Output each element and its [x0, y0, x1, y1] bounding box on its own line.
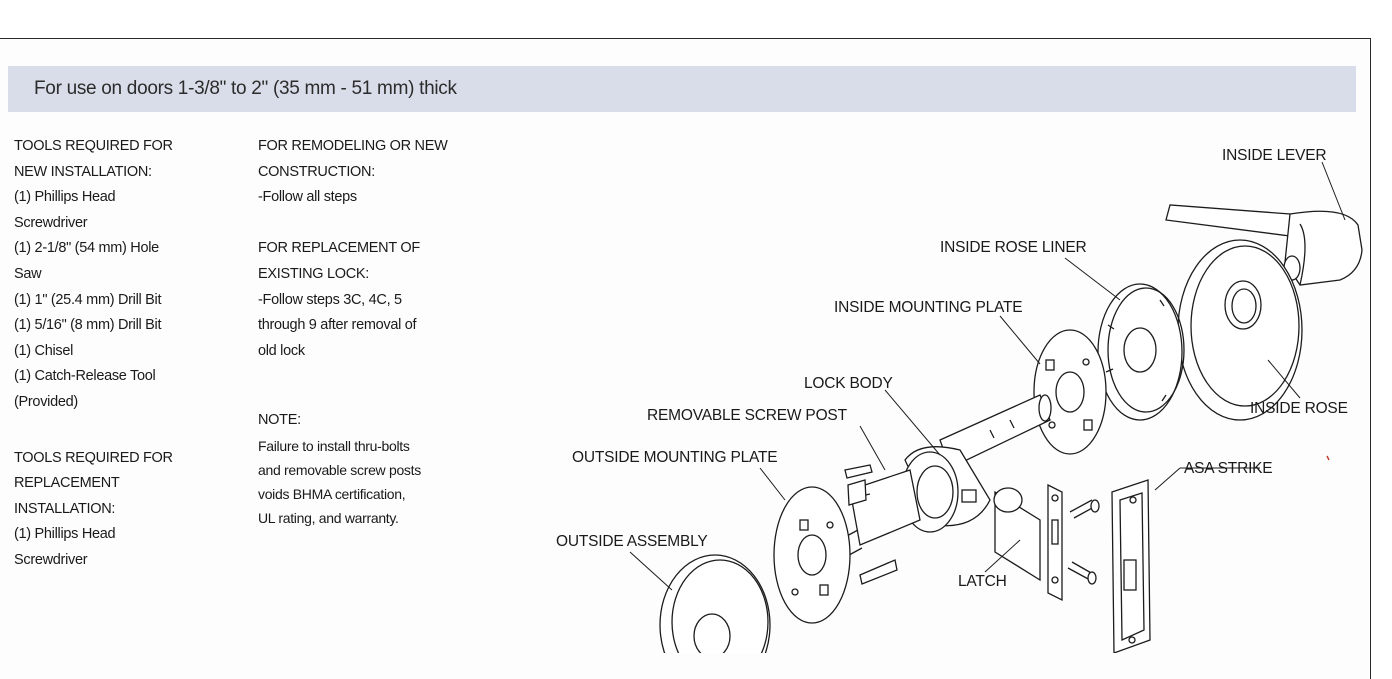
inside-rose-part — [1177, 239, 1303, 421]
text-line: (1) Catch-Release Tool — [14, 368, 156, 385]
note-section: NOTE: Failure to install thru-bolts and … — [258, 408, 498, 530]
label-removable-screw-post: REMOVABLE SCREW POST — [647, 407, 848, 424]
text-line: EXISTING LOCK: — [258, 265, 370, 282]
latch-part — [993, 483, 1063, 602]
instructions-column: FOR REMODELING OR NEW CONSTRUCTION: -Fol… — [258, 134, 498, 530]
text-line: INSTALLATION: — [14, 500, 116, 517]
label-inside-rose: INSIDE ROSE — [1250, 400, 1348, 417]
text-line: (1) 5/16" (8 mm) Drill Bit — [14, 317, 162, 334]
text-line: (Provided) — [14, 393, 78, 410]
text-line: Screwdriver — [14, 551, 88, 568]
text-line: old lock — [258, 342, 305, 359]
label-inside-mounting-plate: INSIDE MOUNTING PLATE — [834, 299, 1022, 316]
label-outside-mounting-plate: OUTSIDE MOUNTING PLATE — [572, 449, 777, 466]
screws-part — [1067, 499, 1100, 585]
text-line: -Follow all steps — [258, 189, 357, 206]
label-lock-body: LOCK BODY — [804, 375, 893, 392]
text-line: (1) Phillips Head — [14, 189, 116, 206]
inside-rose-liner-part — [1097, 283, 1185, 421]
text-line: Screwdriver — [14, 214, 88, 231]
text-line: voids BHMA certification, — [258, 485, 406, 502]
text-line: -Follow steps 3C, 4C, 5 — [258, 291, 402, 308]
text-line: Saw — [14, 265, 42, 282]
label-latch: LATCH — [958, 573, 1007, 590]
text-line: TOOLS REQUIRED FOR — [14, 449, 173, 466]
text-line: FOR REPLACEMENT OF — [258, 240, 420, 257]
tools-new-installation: TOOLS REQUIRED FOR NEW INSTALLATION: (1)… — [14, 134, 234, 416]
remodeling-section: FOR REMODELING OR NEW CONSTRUCTION: -Fol… — [258, 134, 498, 211]
header-banner — [8, 66, 1356, 112]
tools-column: TOOLS REQUIRED FOR NEW INSTALLATION: (1)… — [14, 134, 234, 574]
outside-mounting-plate-part — [773, 486, 898, 624]
asa-strike-part — [1111, 479, 1151, 653]
red-mark — [1326, 455, 1330, 461]
note-title: NOTE: — [258, 412, 301, 429]
banner-title: For use on doors 1-3/8" to 2" (35 mm - 5… — [34, 78, 457, 99]
text-line: UL rating, and warranty. — [258, 509, 399, 526]
label-inside-rose-liner: INSIDE ROSE LINER — [940, 239, 1086, 256]
text-line: CONSTRUCTION: — [258, 163, 375, 180]
text-line: (1) Phillips Head — [14, 526, 116, 543]
text-line: (1) 1" (25.4 mm) Drill Bit — [14, 291, 162, 308]
text-line: FOR REMODELING OR NEW — [258, 138, 448, 154]
label-asa-strike: ASA STRIKE — [1184, 460, 1272, 477]
text-line: REPLACEMENT — [14, 475, 120, 492]
text-line: TOOLS REQUIRED FOR — [14, 138, 173, 154]
inside-mounting-plate-part — [1033, 329, 1107, 455]
removable-screw-post-part — [844, 464, 873, 506]
label-inside-lever: INSIDE LEVER — [1222, 147, 1326, 164]
leader-lines — [629, 161, 1346, 591]
exploded-lock-diagram: INSIDE LEVER INSIDE ROSE LINER INSIDE MO… — [556, 147, 1363, 653]
text-line: (1) Chisel — [14, 342, 74, 359]
text-line: (1) 2-1/8" (54 mm) Hole — [14, 240, 159, 257]
text-line: Failure to install thru-bolts — [258, 437, 410, 454]
inside-lever-part — [1165, 204, 1363, 286]
tools-replacement-installation: TOOLS REQUIRED FOR REPLACEMENT INSTALLAT… — [14, 446, 234, 574]
outside-assembly-part — [659, 554, 771, 653]
text-line: through 9 after removal of — [258, 317, 417, 334]
label-outside-assembly: OUTSIDE ASSEMBLY — [556, 533, 708, 550]
replacement-section: FOR REPLACEMENT OF EXISTING LOCK: -Follo… — [258, 236, 498, 364]
text-line: NEW INSTALLATION: — [14, 163, 152, 180]
text-line: and removable screw posts — [258, 461, 421, 478]
